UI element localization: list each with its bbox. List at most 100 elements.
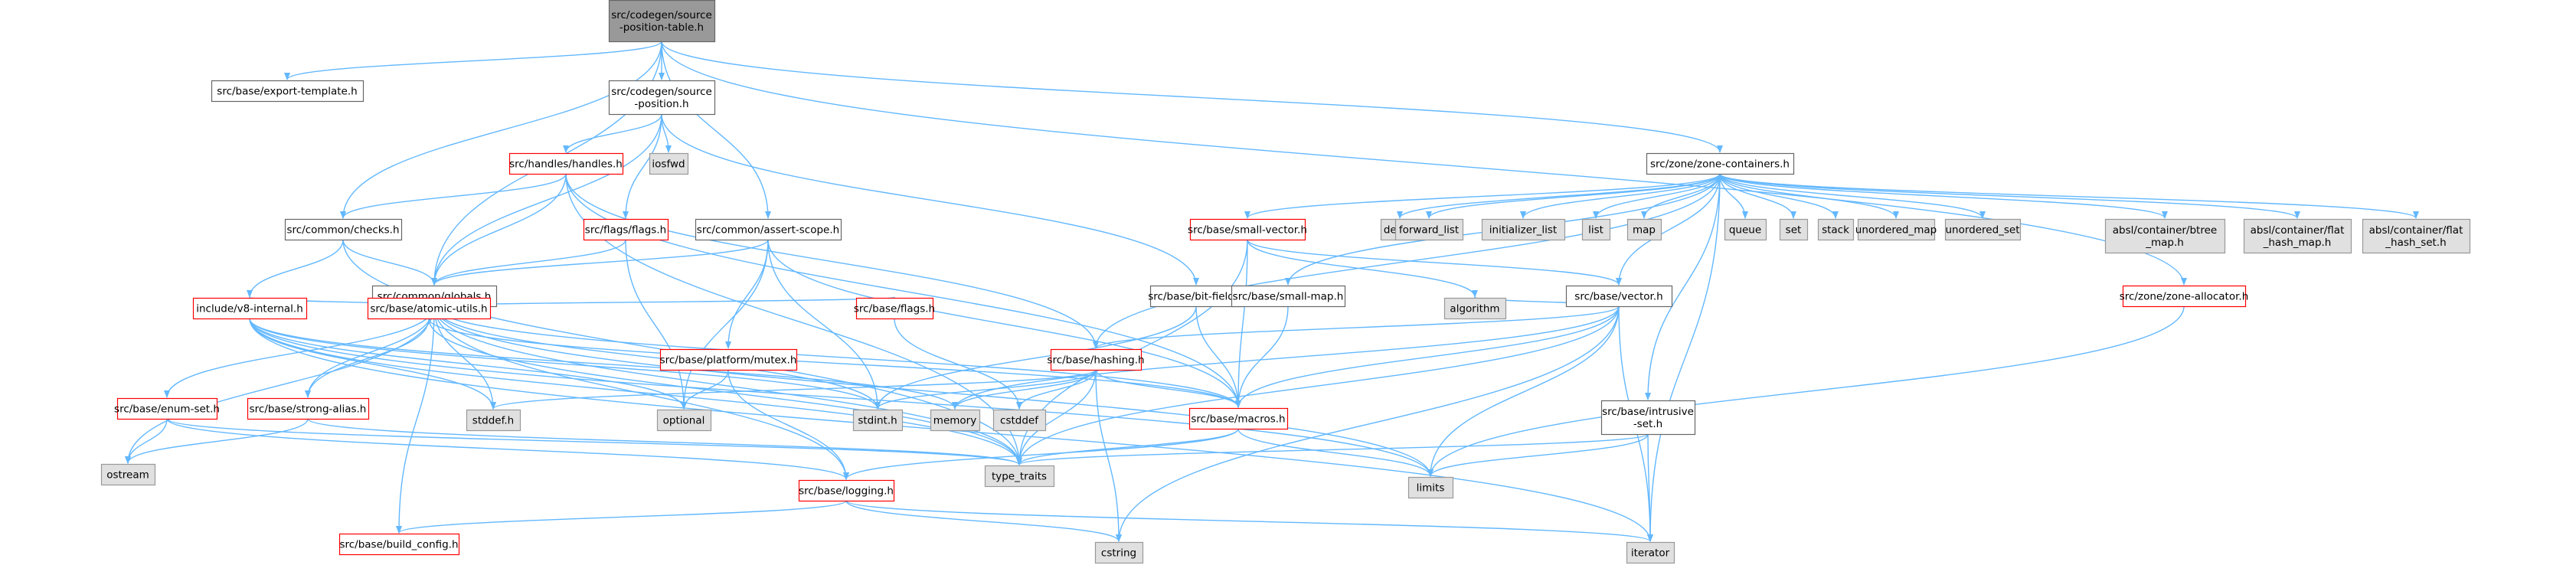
dependency-edge-hashing-typetraits	[1016, 369, 1097, 465]
dependency-edge-mutex-optional	[681, 369, 729, 410]
node-checks[interactable]: src/common/checks.h	[284, 218, 403, 241]
dependency-edge-logging-iterator	[845, 500, 1653, 542]
dependency-edge-vector-typetraits	[1016, 305, 1620, 465]
dependency-edge-stralias-typetraits	[307, 418, 1022, 465]
node-iterator: iterator	[1626, 541, 1675, 564]
node-label: src/codegen/source	[611, 9, 712, 21]
node-atomic[interactable]: src/base/atomic-utils.h	[367, 297, 492, 320]
node-label: src/common/assert-scope.h	[697, 224, 839, 237]
dependency-edge-globals-limits	[433, 305, 1433, 477]
node-label: -position-table.h	[619, 21, 704, 34]
node-label: iosfwd	[652, 158, 685, 171]
dependency-edge-src-checks	[340, 41, 662, 219]
node-label: src/handles/handles.h	[509, 158, 623, 171]
node-label: src/base/logging.h	[799, 485, 894, 498]
node-box	[1188, 407, 1289, 430]
dependency-edge-v8internal-stdint	[249, 318, 881, 410]
dependency-edge-zonecont-smallvec	[1244, 173, 1721, 219]
node-zonecont[interactable]: src/zone/zone-containers.h	[1646, 152, 1795, 175]
node-label: src/base/platform/mutex.h	[660, 354, 797, 367]
dependency-edge-zonecont-iterator	[1647, 173, 1721, 542]
node-label: absl/container/btree	[2113, 224, 2217, 237]
dependency-edge-hashing-stddef	[490, 369, 1097, 410]
node-macros[interactable]: src/base/macros.h	[1188, 407, 1289, 430]
node-label: stddef.h	[472, 415, 514, 427]
node-box	[608, 0, 716, 43]
dependency-edge-zonecont-set	[1719, 173, 1796, 219]
dependency-edge-vector-macros	[1235, 305, 1620, 408]
dependency-edge-zonecont-queue	[1719, 173, 1748, 219]
dependency-edge-handles-macros	[565, 173, 1241, 408]
dependency-edge-macros-limits	[1237, 428, 1433, 477]
dependency-edge-smallvec-macros	[1235, 239, 1248, 408]
node-umap: unordered_map	[1855, 218, 1937, 241]
node-bflags[interactable]: src/base/flags.h	[854, 297, 935, 320]
dependency-edge-v8internal-optional	[249, 318, 687, 410]
node-label: src/zone/zone-containers.h	[1650, 158, 1790, 171]
node-box	[1231, 285, 1346, 308]
node-assert[interactable]: src/common/assert-scope.h	[695, 218, 842, 241]
node-intrusive[interactable]: src/base/intrusive-set.h	[1600, 400, 1696, 436]
node-box	[608, 80, 716, 116]
node-label: cstring	[1101, 547, 1136, 560]
node-label: src/base/enum-set.h	[114, 403, 220, 416]
node-label: list	[1588, 224, 1603, 237]
node-mutex[interactable]: src/base/platform/mutex.h	[660, 348, 798, 371]
node-cstddef: cstddef	[992, 409, 1047, 432]
node-handles[interactable]: src/handles/handles.h	[508, 152, 624, 175]
dependency-edge-handles-checks	[340, 173, 567, 219]
node-smallvec[interactable]: src/base/small-vector.h	[1188, 218, 1307, 241]
dependency-edge-zonecont-map	[1641, 173, 1721, 219]
dependency-edge-assert-mutex	[725, 239, 769, 349]
dependency-edge-hashing-macros	[1095, 369, 1241, 408]
node-stralias[interactable]: src/base/strong-alias.h	[247, 397, 370, 420]
dependency-edge-assert-optional	[681, 239, 769, 410]
node-box	[100, 463, 156, 486]
node-vector[interactable]: src/base/vector.h	[1565, 285, 1673, 308]
dependency-edge-src-zonealloc	[661, 41, 2187, 286]
dependency-edge-src-export	[284, 41, 662, 80]
node-flags[interactable]: src/flags/flags.h	[583, 218, 669, 241]
node-logging[interactable]: src/base/logging.h	[798, 479, 895, 502]
node-box	[1481, 218, 1566, 241]
node-layer: src/codegen/source-position-table.h src/b…	[100, 0, 2471, 564]
node-v8internal[interactable]: include/v8-internal.h	[192, 297, 308, 320]
node-label: iterator	[1631, 547, 1670, 560]
node-box	[1600, 400, 1696, 436]
node-label: absl/container/flat	[2369, 224, 2463, 237]
node-box	[1944, 218, 2022, 241]
node-bitfield[interactable]: src/base/bit-field.h	[1148, 285, 1244, 308]
dependency-edge-vector-hashing	[1093, 305, 1620, 349]
dependency-edge-bitfield-macros	[1195, 305, 1241, 408]
node-label: src/base/export-template.h	[217, 86, 357, 98]
dependency-edge-zonealloc-limits	[1427, 305, 2185, 477]
node-box	[1626, 541, 1675, 564]
node-box	[116, 397, 218, 420]
node-enumset[interactable]: src/base/enum-set.h	[114, 397, 220, 420]
node-iosfwd: iosfwd	[649, 152, 689, 175]
dependency-edge-zonecont-initlist	[1520, 173, 1721, 219]
node-box	[367, 297, 492, 320]
dependency-edge-v8internal-limits	[249, 318, 1433, 477]
node-hashing[interactable]: src/base/hashing.h	[1047, 348, 1145, 371]
node-label: src/base/atomic-utils.h	[370, 303, 487, 315]
dependency-edge-bitfield-stdint	[874, 305, 1197, 410]
node-typetraits: type_traits	[984, 465, 1055, 488]
dependency-edge-intrusive-limits	[1427, 433, 1649, 477]
node-label: src/flags/flags.h	[585, 224, 666, 237]
node-label: -position.h	[634, 98, 688, 110]
node-srcpos[interactable]: src/codegen/source-position.h	[608, 80, 716, 116]
dependency-edge-globals-bflags	[433, 296, 897, 307]
dependency-edge-zonecont-list	[1593, 173, 1721, 219]
node-smallmap[interactable]: src/base/small-map.h	[1231, 285, 1346, 308]
node-zonealloc[interactable]: src/zone/zone-allocator.h	[2120, 285, 2249, 308]
node-box	[1565, 285, 1673, 308]
dependency-edge-zonecont-flatset	[1719, 173, 2419, 219]
node-box	[984, 465, 1055, 488]
node-set: set	[1779, 218, 1809, 241]
dependency-edge-globals-buildcfg	[396, 305, 435, 534]
node-export[interactable]: src/base/export-template.h	[211, 80, 364, 103]
node-algorithm: algorithm	[1443, 297, 1507, 320]
dependency-edge-globals-enumset	[164, 305, 435, 398]
node-buildcfg[interactable]: src/base/build_config.h	[338, 533, 460, 556]
